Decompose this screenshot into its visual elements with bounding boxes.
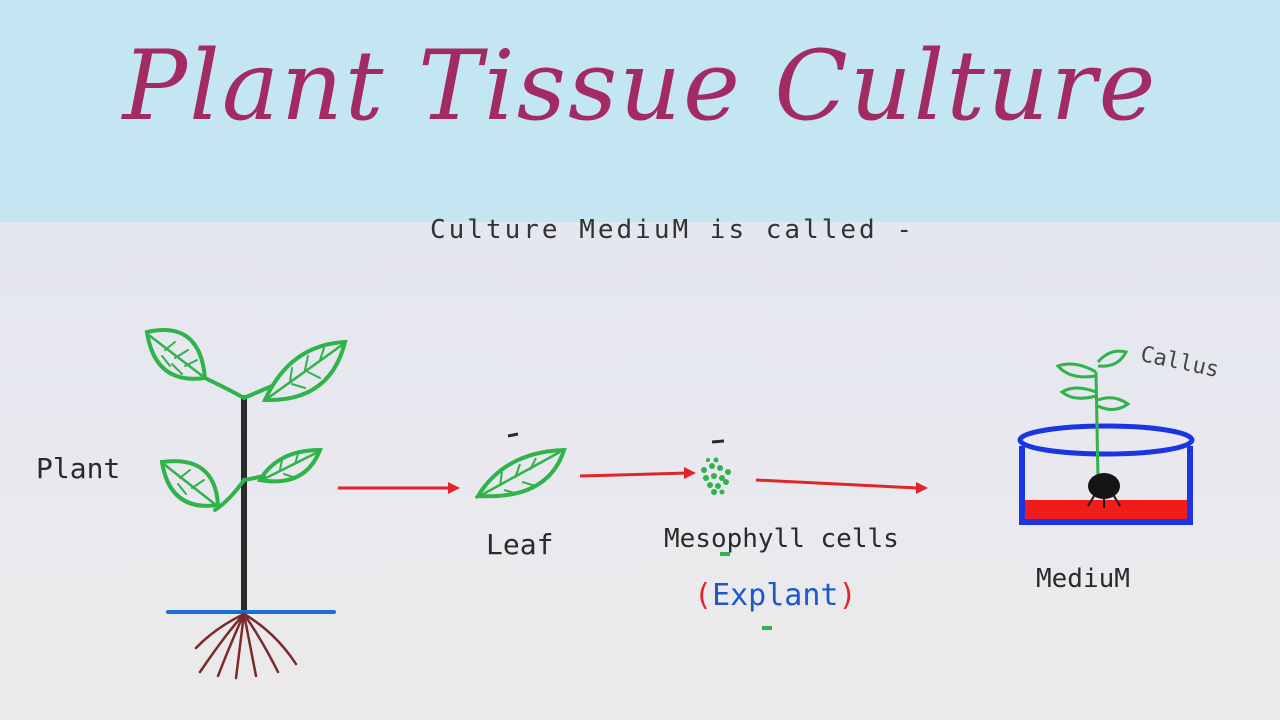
callus-mass	[1088, 473, 1120, 499]
roots	[194, 612, 298, 680]
label-mesophyll-cells: Mesophyll cells	[664, 524, 899, 554]
plant-leaf	[159, 459, 221, 508]
label-leaf: Leaf	[486, 528, 554, 561]
mesophyll-cells-drawing	[701, 439, 731, 495]
arrow	[579, 471, 689, 478]
explant-paren-close: )	[838, 578, 857, 613]
arrows	[338, 467, 928, 494]
plantlet-stem	[1094, 371, 1100, 481]
plant-leaf	[261, 339, 348, 403]
arrow	[755, 478, 919, 490]
green-marks	[720, 552, 772, 630]
partial-handwritten-sentence: Culture MediuM is called -	[430, 215, 915, 245]
arrow-head	[916, 482, 928, 494]
whiteboard	[0, 222, 1280, 720]
plantlet-leaves	[1055, 349, 1131, 411]
branch	[213, 478, 246, 512]
branch	[203, 376, 246, 400]
culture-medium-fill	[1022, 500, 1190, 520]
explant-paren-open: (	[694, 578, 713, 613]
label-explant: (Explant)	[694, 578, 857, 613]
plant-leaf	[144, 328, 208, 381]
label-plant: Plant	[36, 452, 121, 485]
page-title: Plant Tissue Culture	[122, 30, 1158, 142]
culture-container	[1017, 349, 1195, 525]
explant-text: Explant	[712, 578, 839, 613]
arrow-head	[684, 467, 696, 479]
plant-drawing	[144, 328, 348, 680]
plant-leaf	[256, 447, 323, 484]
arrow-head	[448, 482, 460, 494]
title-banner: Plant Tissue Culture	[0, 0, 1280, 222]
label-medium: MediuM	[1036, 564, 1130, 594]
leaf-drawing	[474, 432, 567, 500]
